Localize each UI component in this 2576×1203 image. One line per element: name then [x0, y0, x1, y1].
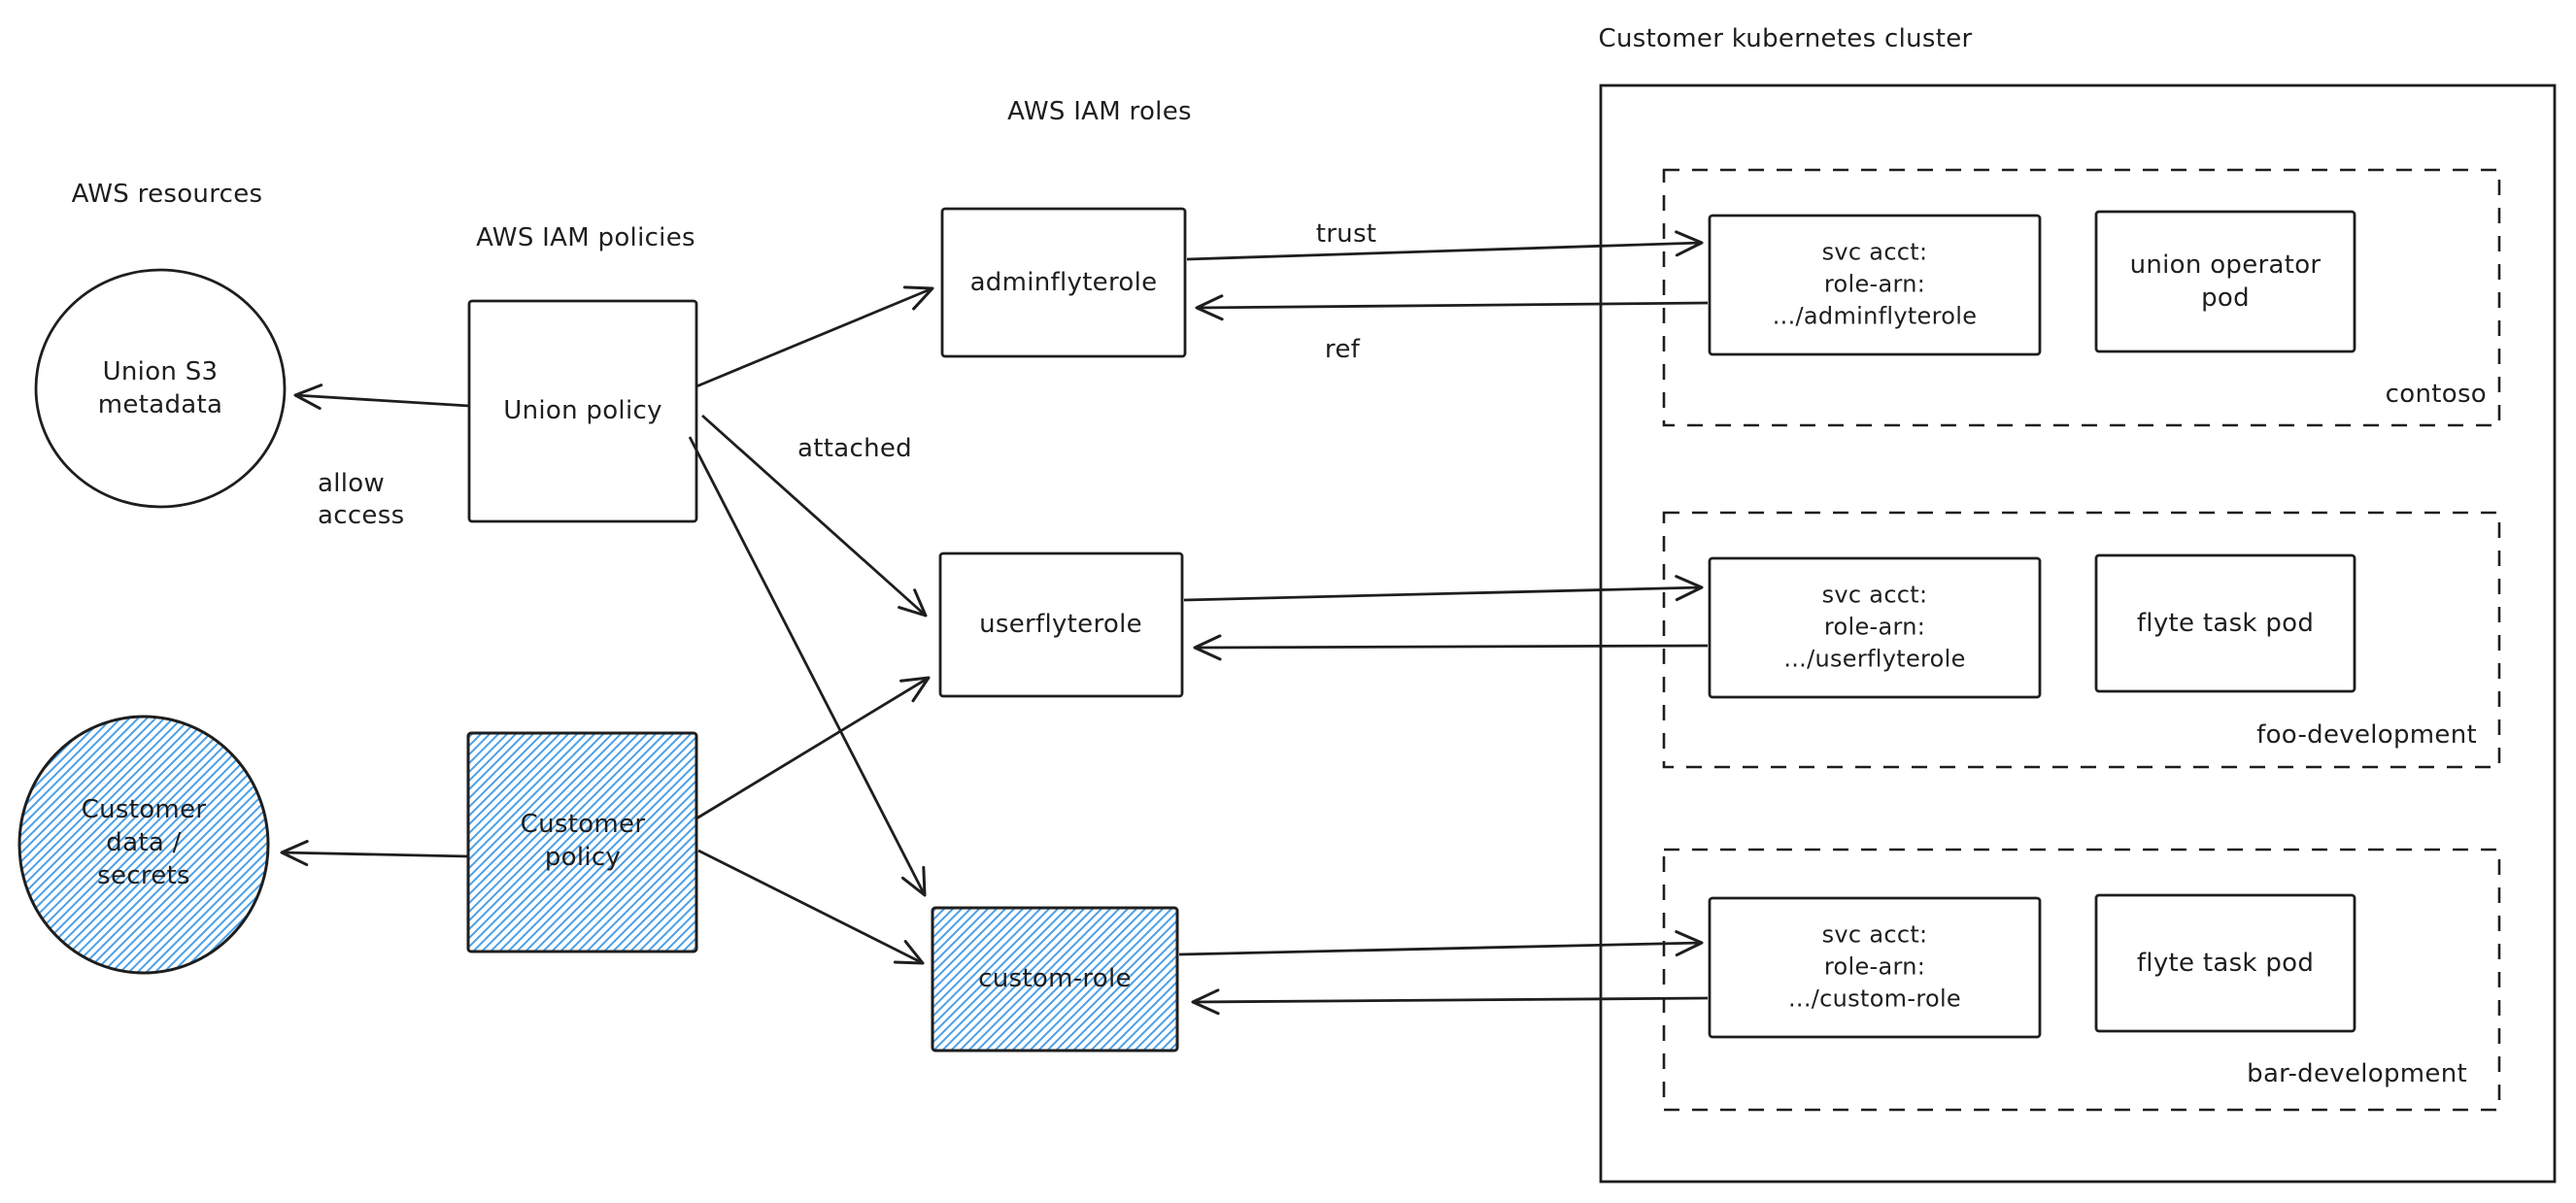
arrow-customer-policy-to-custom-role	[697, 849, 925, 965]
namespace-contoso-label: contoso	[2385, 380, 2487, 409]
namespace-contoso-box	[1662, 168, 2501, 427]
arrow-union-policy-to-s3	[293, 384, 470, 411]
customer-policy-label: Customer policy	[520, 810, 646, 872]
namespace-bar-label: bar-development	[2247, 1059, 2467, 1088]
arrow-custom-to-svc	[1178, 930, 1704, 957]
union-s3-circle	[34, 268, 287, 509]
attached-label: attached	[797, 434, 912, 463]
arrow-union-policy-to-userflyterole	[701, 414, 928, 618]
arrow-svc-to-custom	[1191, 988, 1709, 1016]
customer-data-circle	[17, 715, 270, 975]
cluster-box	[1599, 84, 2557, 1184]
svc-acct-admin-box	[1708, 214, 2042, 356]
namespace-bar-box	[1662, 848, 2501, 1112]
custom-role-box	[931, 906, 1179, 1053]
aws-iam-policies-label: AWS IAM policies	[476, 223, 695, 252]
customer-policy-box	[466, 731, 698, 953]
arrow-union-policy-to-custom-role	[688, 436, 927, 897]
arrow-customer-policy-to-data	[280, 840, 469, 867]
adminflyterole-box	[940, 207, 1187, 358]
svc-acct-user-label: svc acct: role-arn: .../userflyterole	[1783, 581, 1966, 673]
svc-acct-admin-label: svc acct: role-arn: .../adminflyterole	[1772, 238, 1978, 330]
arrow-customer-policy-to-userflyterole	[695, 676, 931, 820]
union-policy-label: Union policy	[503, 396, 662, 425]
flyte-task-pod-bar-box	[2094, 893, 2356, 1033]
adminflyterole-label: adminflyterole	[969, 268, 1158, 297]
userflyterole-label: userflyterole	[979, 610, 1142, 639]
svc-acct-user-box	[1708, 556, 2042, 699]
union-s3-label: Union S3 metadata	[97, 357, 223, 419]
trust-label: trust	[1315, 219, 1377, 249]
arrow-trust-admin-to-svc	[1186, 230, 1704, 261]
namespace-foo-label: foo-development	[2256, 720, 2477, 750]
flyte-task-pod-bar-label: flyte task pod	[2136, 949, 2315, 978]
arrow-user-to-svc	[1183, 575, 1704, 602]
ref-label: ref	[1324, 335, 1361, 364]
flyte-task-pod-foo-box	[2094, 553, 2356, 693]
cluster-title: Customer kubernetes cluster	[1598, 24, 1973, 53]
arrow-union-policy-to-adminflyterole	[695, 285, 934, 388]
allow-access-label: allow access	[318, 469, 405, 530]
arrow-svc-to-user	[1193, 634, 1709, 661]
union-operator-pod-box	[2094, 210, 2356, 353]
union-operator-pod-label: union operator pod	[2129, 251, 2322, 313]
custom-role-label: custom-role	[978, 964, 1132, 993]
flyte-task-pod-foo-label: flyte task pod	[2136, 609, 2315, 638]
svc-acct-custom-box	[1708, 896, 2042, 1039]
svc-acct-custom-label: svc acct: role-arn: .../custom-role	[1788, 920, 1961, 1013]
customer-data-label: Customer data / secrets	[81, 795, 207, 890]
aws-iam-roles-label: AWS IAM roles	[1007, 97, 1192, 126]
union-policy-box	[467, 299, 698, 523]
namespace-foo-box	[1662, 511, 2501, 769]
aws-resources-label: AWS resources	[71, 180, 263, 209]
arrow-ref-svc-to-admin	[1195, 294, 1709, 321]
userflyterole-box	[938, 551, 1184, 698]
